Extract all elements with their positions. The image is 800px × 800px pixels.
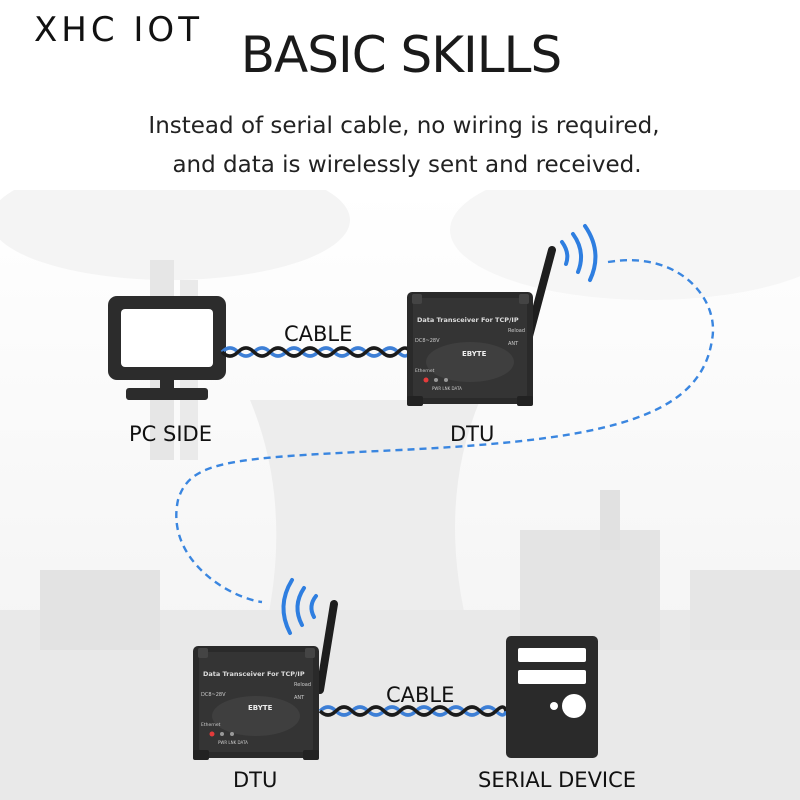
serial-device-icon (506, 636, 598, 758)
svg-text:PWR LNK DATA: PWR LNK DATA (218, 740, 248, 745)
subtitle-line-2: and data is wirelessly sent and received… (172, 152, 642, 178)
serial-device-label: SERIAL DEVICE (478, 768, 637, 792)
dtu-bottom-label: DTU (233, 768, 278, 792)
cable-top-twisted (220, 346, 412, 358)
svg-text:Ethernet: Ethernet (415, 368, 435, 374)
pc-monitor-icon (108, 296, 226, 400)
cable-bottom-twisted (318, 705, 508, 717)
dtu-top-header: Data Transceiver For TCP/IP (417, 316, 519, 324)
svg-text:Reload: Reload (294, 682, 311, 688)
dtu-bottom-brand: EBYTE (248, 704, 273, 712)
signal-waves-icon (560, 224, 598, 282)
brand-logo-text: XHC IOT (34, 10, 203, 50)
svg-text:ANT: ANT (294, 695, 305, 701)
dtu-bottom-header: Data Transceiver For TCP/IP (203, 670, 305, 678)
svg-text:DC8~28V: DC8~28V (415, 338, 440, 344)
svg-text:Reload: Reload (508, 328, 525, 334)
background-industrial-scene (0, 190, 800, 800)
svg-text:PWR LNK DATA: PWR LNK DATA (432, 386, 462, 391)
pc-side-label: PC SIDE (129, 422, 212, 446)
dtu-device-top: Data Transceiver For TCP/IP Reload ANT D… (407, 246, 556, 406)
wireless-link-top (175, 259, 715, 604)
cable-top-label: CABLE (284, 322, 353, 346)
signal-waves-icon (281, 578, 318, 635)
page-title: BASIC SKILLS (240, 26, 563, 84)
dtu-device-bottom: Data Transceiver For TCP/IP Reload ANT D… (193, 600, 338, 760)
subtitle-line-1: Instead of serial cable, no wiring is re… (148, 113, 660, 139)
dtu-top-label: DTU (450, 422, 495, 446)
cable-bottom-label: CABLE (386, 683, 455, 707)
dtu-top-brand: EBYTE (462, 350, 487, 358)
svg-text:DC8~28V: DC8~28V (201, 692, 226, 698)
svg-text:ANT: ANT (508, 341, 519, 347)
svg-text:Ethernet: Ethernet (201, 722, 221, 728)
